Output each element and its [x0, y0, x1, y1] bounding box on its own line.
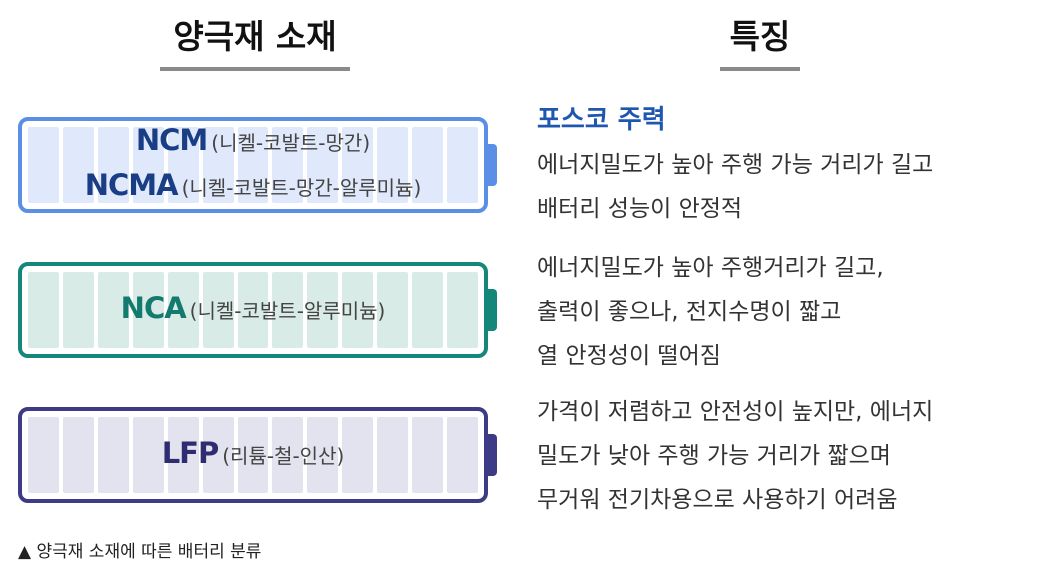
battery-terminal-icon	[488, 144, 497, 186]
battery-cell	[97, 417, 129, 493]
battery-cell	[202, 127, 234, 203]
battery-cell	[377, 127, 409, 203]
feature-line: 무거워 전기차용으로 사용하기 어려움	[537, 487, 898, 513]
material-name: NCA	[120, 290, 187, 325]
battery-body	[18, 117, 488, 213]
battery-cell	[272, 417, 304, 493]
battery-cell	[447, 127, 478, 203]
battery-cell	[132, 417, 164, 493]
battery-body	[18, 262, 488, 358]
battery-label-line: LFP(리튬-철-인산)	[162, 433, 345, 478]
battery-ncm: NCM(니켈-코발트-망간) NCMA(니켈-코발트-망간-알루미늄)	[18, 117, 497, 219]
material-name: LFP	[161, 435, 220, 470]
feature-title: 포스코 주력	[537, 105, 666, 135]
battery-cell	[28, 417, 59, 493]
battery-cell	[307, 272, 339, 348]
feature-nca: 에너지밀도가 높아 주행거리가 길고, 출력이 좋으나, 전지수명이 짧고 열 …	[537, 246, 1027, 378]
battery-cell	[377, 417, 409, 493]
battery-cell	[132, 272, 164, 348]
battery-cell	[28, 272, 59, 348]
battery-cell	[307, 127, 339, 203]
battery-cells	[28, 272, 478, 348]
battery-cell	[167, 417, 199, 493]
battery-cell	[28, 127, 59, 203]
battery-cell	[412, 127, 444, 203]
battery-cell	[447, 272, 478, 348]
battery-cell	[237, 127, 269, 203]
header-features: 특징	[720, 10, 800, 71]
battery-nca: NCA(니켈-코발트-알루미늄)	[18, 262, 497, 364]
battery-cell	[202, 417, 234, 493]
battery-label: NCM(니켈-코발트-망간) NCMA(니켈-코발트-망간-알루미늄)	[18, 117, 488, 213]
battery-cell	[132, 127, 164, 203]
material-detail: (니켈-코발트-알루미늄)	[189, 298, 386, 323]
battery-cell	[272, 272, 304, 348]
header-underline	[160, 67, 350, 71]
battery-cell	[307, 417, 339, 493]
battery-cell	[97, 272, 129, 348]
battery-body	[18, 407, 488, 503]
battery-cell	[62, 127, 94, 203]
battery-cell	[412, 272, 444, 348]
battery-lfp: LFP(리튬-철-인산)	[18, 407, 497, 509]
feature-line: 열 안정성이 떨어짐	[537, 343, 721, 369]
battery-label-line: NCMA(니켈-코발트-망간-알루미늄)	[85, 165, 422, 210]
material-detail: (리튬-철-인산)	[222, 443, 345, 468]
feature-line: 밀도가 낮아 주행 가능 거리가 짧으며	[537, 443, 891, 469]
battery-cells	[28, 127, 478, 203]
battery-cell	[237, 272, 269, 348]
feature-ncm: 포스코 주력 에너지밀도가 높아 주행 가능 거리가 길고 배터리 성능이 안정…	[537, 97, 1027, 231]
battery-label-line: NCM(니켈-코발트-망간)	[136, 120, 370, 165]
battery-cell	[97, 127, 129, 203]
battery-label-line: NCA(니켈-코발트-알루미늄)	[121, 288, 386, 333]
battery-label: NCA(니켈-코발트-알루미늄)	[18, 262, 488, 358]
feature-line: 에너지밀도가 높아 주행거리가 길고,	[537, 255, 884, 281]
feature-line: 배터리 성능이 안정적	[537, 196, 743, 222]
header-underline	[720, 67, 800, 71]
battery-cell	[167, 272, 199, 348]
battery-cell	[167, 127, 199, 203]
battery-cell	[272, 127, 304, 203]
battery-cells	[28, 417, 478, 493]
feature-line: 출력이 좋으나, 전지수명이 짧고	[537, 299, 842, 325]
header-cathode-material-text: 양극재 소재	[173, 17, 337, 56]
battery-cell	[62, 417, 94, 493]
material-detail: (니켈-코발트-망간)	[211, 131, 371, 155]
header-features-text: 특징	[729, 17, 791, 56]
battery-cell	[202, 272, 234, 348]
battery-cell	[62, 272, 94, 348]
battery-terminal-icon	[488, 289, 497, 331]
material-name: NCMA	[84, 168, 179, 202]
material-name: NCM	[135, 123, 208, 157]
battery-cell	[342, 272, 374, 348]
battery-cell	[237, 417, 269, 493]
battery-cell	[342, 127, 374, 203]
battery-cell	[342, 417, 374, 493]
feature-line: 에너지밀도가 높아 주행 가능 거리가 길고	[537, 152, 934, 178]
battery-terminal-icon	[488, 434, 497, 476]
header-cathode-material: 양극재 소재	[160, 10, 350, 71]
battery-label: LFP(리튬-철-인산)	[18, 407, 488, 503]
feature-lfp: 가격이 저렴하고 안전성이 높지만, 에너지 밀도가 낮아 주행 가능 거리가 …	[537, 390, 1027, 522]
figure-caption: ▲ 양극재 소재에 따른 배터리 분류	[18, 542, 262, 562]
material-detail: (니켈-코발트-망간-알루미늄)	[181, 176, 422, 200]
battery-cell	[377, 272, 409, 348]
battery-cell	[412, 417, 444, 493]
battery-cell	[447, 417, 478, 493]
feature-line: 가격이 저렴하고 안전성이 높지만, 에너지	[537, 399, 934, 425]
